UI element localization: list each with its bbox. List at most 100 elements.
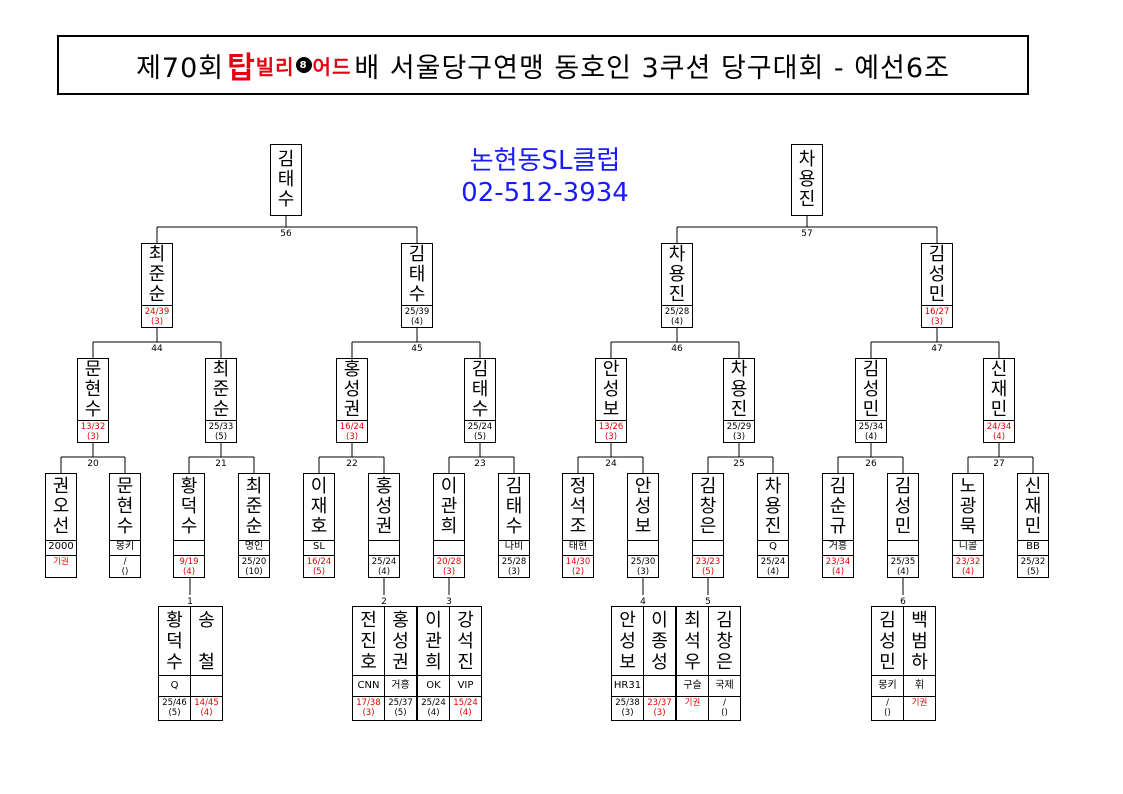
score-value: 23/37 [647, 698, 672, 708]
score-value: 16/24 [339, 422, 365, 432]
match-number: 57 [801, 229, 813, 239]
name-char: 차 [668, 243, 686, 265]
name-char: 백 [911, 609, 928, 631]
match-number: 2 [381, 597, 387, 607]
name-char: 광 [959, 496, 977, 517]
r3-score: 25/24(5) [464, 421, 496, 443]
rank-value: (2) [571, 567, 585, 577]
name-char: 순 [829, 496, 847, 517]
name-char: 호 [360, 651, 377, 673]
name-char: 덕 [180, 496, 198, 517]
club-label [887, 541, 919, 556]
name-char: 신 [1024, 476, 1042, 497]
name-char: 성 [634, 496, 652, 517]
name-char: 김 [505, 476, 523, 497]
score-value: 25/38 [615, 698, 640, 708]
club-label: Q [757, 541, 789, 556]
name-char: 김 [862, 358, 880, 380]
name-char: 희 [425, 651, 442, 673]
club-label [433, 541, 465, 556]
rank-value: (4) [961, 567, 975, 577]
name-char: 이 [425, 609, 442, 631]
name-char: 현 [116, 496, 134, 517]
score-value: 15/24 [453, 698, 478, 708]
rank-value: (3) [86, 432, 100, 442]
match-number: 6 [900, 597, 906, 607]
name-char: 민 [894, 516, 912, 537]
semi-score: 25/39(4) [401, 306, 433, 328]
name-char: 석 [684, 630, 701, 652]
rank-value: (10) [245, 567, 263, 577]
name-char: 권 [375, 516, 393, 537]
score-value: 25/24 [760, 557, 786, 567]
score-value: 25/46 [162, 698, 187, 708]
rank-value: (3) [345, 432, 359, 442]
rank-value: (3) [636, 567, 650, 577]
club-label: 몽키 [109, 541, 141, 556]
club-label [627, 541, 659, 556]
name-char: 황 [166, 609, 183, 631]
score-value: 14/30 [565, 557, 591, 567]
name-char: 김 [928, 243, 946, 265]
name-char: 순 [148, 283, 166, 305]
name-char: 태 [505, 496, 523, 517]
name-char: 송 [198, 609, 215, 631]
name-char: 수 [408, 283, 426, 305]
score-value: 16/24 [306, 557, 332, 567]
name-char: 종 [651, 630, 668, 652]
score-value: 25/35 [890, 557, 916, 567]
qualifier-club: CNN [352, 675, 385, 697]
name-char: 진 [730, 398, 748, 420]
rank-value: (4) [896, 567, 910, 577]
qualifier-club: 구슬 [676, 675, 709, 697]
club-label [692, 541, 724, 556]
rank-value: (3) [653, 708, 666, 718]
name-char: 김 [829, 476, 847, 497]
rank-value: (4) [992, 432, 1006, 442]
rank-value: (5) [168, 708, 181, 718]
rank-value: (3) [621, 708, 634, 718]
name-char: 오 [52, 496, 70, 517]
name-char: 우 [684, 651, 701, 673]
rank-value: (5) [312, 567, 326, 577]
name-char: 진 [798, 189, 816, 210]
name-char: 김 [894, 476, 912, 497]
rank-value: (3) [507, 567, 521, 577]
qualifier-club [643, 675, 676, 697]
name-char: 태 [408, 263, 426, 285]
qualifier-name: 송 철 [190, 606, 223, 676]
eight-ball-icon: 8 [295, 57, 312, 73]
qualifier-club: 거흥 [384, 675, 417, 697]
name-char: 홍 [343, 358, 361, 380]
score-value: 25/37 [388, 698, 413, 708]
name-char: 김 [716, 609, 733, 631]
club-label: 태현 [562, 541, 594, 556]
club-label: SL [303, 541, 335, 556]
rank-value: (5) [394, 708, 407, 718]
score-value: 25/24 [371, 557, 397, 567]
match-number: 21 [215, 459, 227, 469]
qualifier-score: 기권 [676, 696, 709, 721]
rank-value: () [121, 567, 129, 577]
name-char: 희 [440, 516, 458, 537]
club-label [173, 541, 205, 556]
rank-value: (4) [670, 317, 684, 327]
name-char: 안 [602, 358, 620, 380]
name-char: 권 [343, 398, 361, 420]
name-char: 문 [116, 476, 134, 497]
